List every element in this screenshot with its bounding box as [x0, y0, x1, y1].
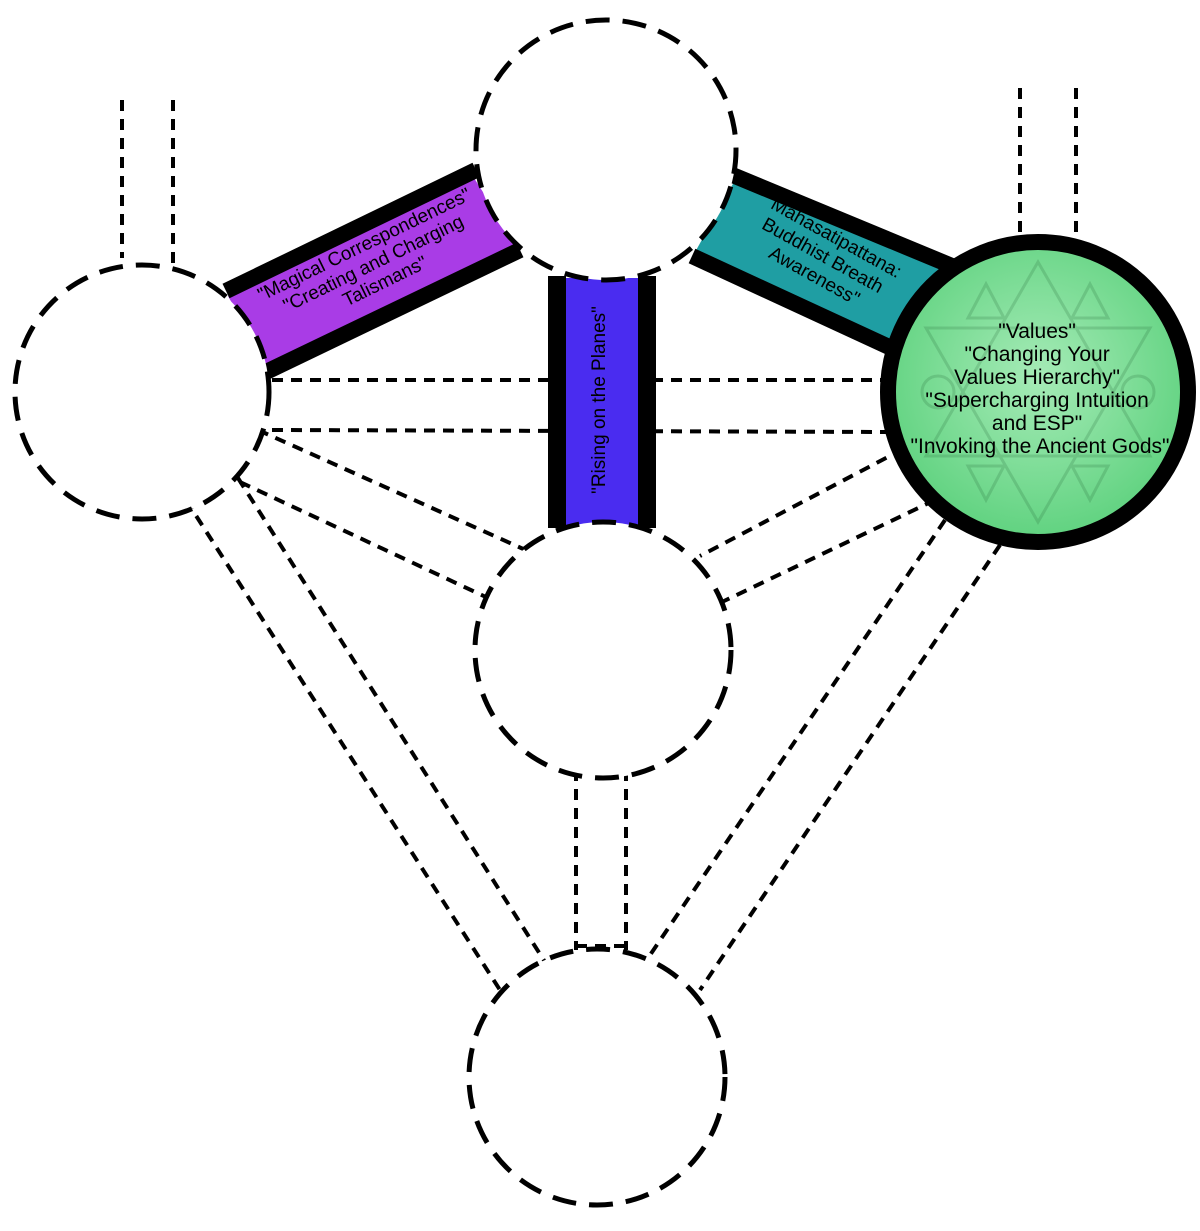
path-teal-band: [694, 182, 950, 350]
node-left: [12, 262, 272, 522]
path-purple-band: [228, 178, 520, 368]
path-blue-edge-left: [548, 276, 566, 528]
path-blue-band: [558, 278, 646, 526]
node-bottom: [466, 946, 728, 1208]
path-purple-edge-bottom: [262, 242, 524, 380]
node-right-circle: [880, 234, 1196, 550]
left-to-bottom-a: [184, 498, 502, 992]
right-to-middle-a: [699, 438, 921, 558]
path-blue-edge-right: [638, 276, 656, 528]
node-right-label: "Values" "Changing Your Values Hierarchy…: [911, 320, 1170, 458]
path-blue: "Rising on the Planes": [548, 276, 656, 528]
node-right-highlighted: "Values" "Changing Your Values Hierarchy…: [880, 234, 1196, 550]
path-teal-edge-bottom: [688, 248, 904, 360]
left-to-middle-b: [239, 480, 489, 600]
node-top: [473, 17, 739, 283]
path-purple-edge-top: [222, 162, 480, 299]
path-purple: "Magical Correspondences" "Creating and …: [222, 162, 524, 380]
right-to-bottom-a: [646, 518, 947, 960]
left-to-middle-a: [257, 428, 531, 554]
node-middle: [472, 519, 734, 781]
left-to-bottom-b: [236, 476, 547, 964]
right-to-middle-b: [721, 498, 936, 604]
path-teal-edge-top: [726, 166, 956, 274]
hexagram-watermark-icon: [920, 258, 1156, 526]
right-to-bottom-b: [698, 543, 1002, 992]
path-blue-label: "Rising on the Planes": [589, 306, 610, 494]
